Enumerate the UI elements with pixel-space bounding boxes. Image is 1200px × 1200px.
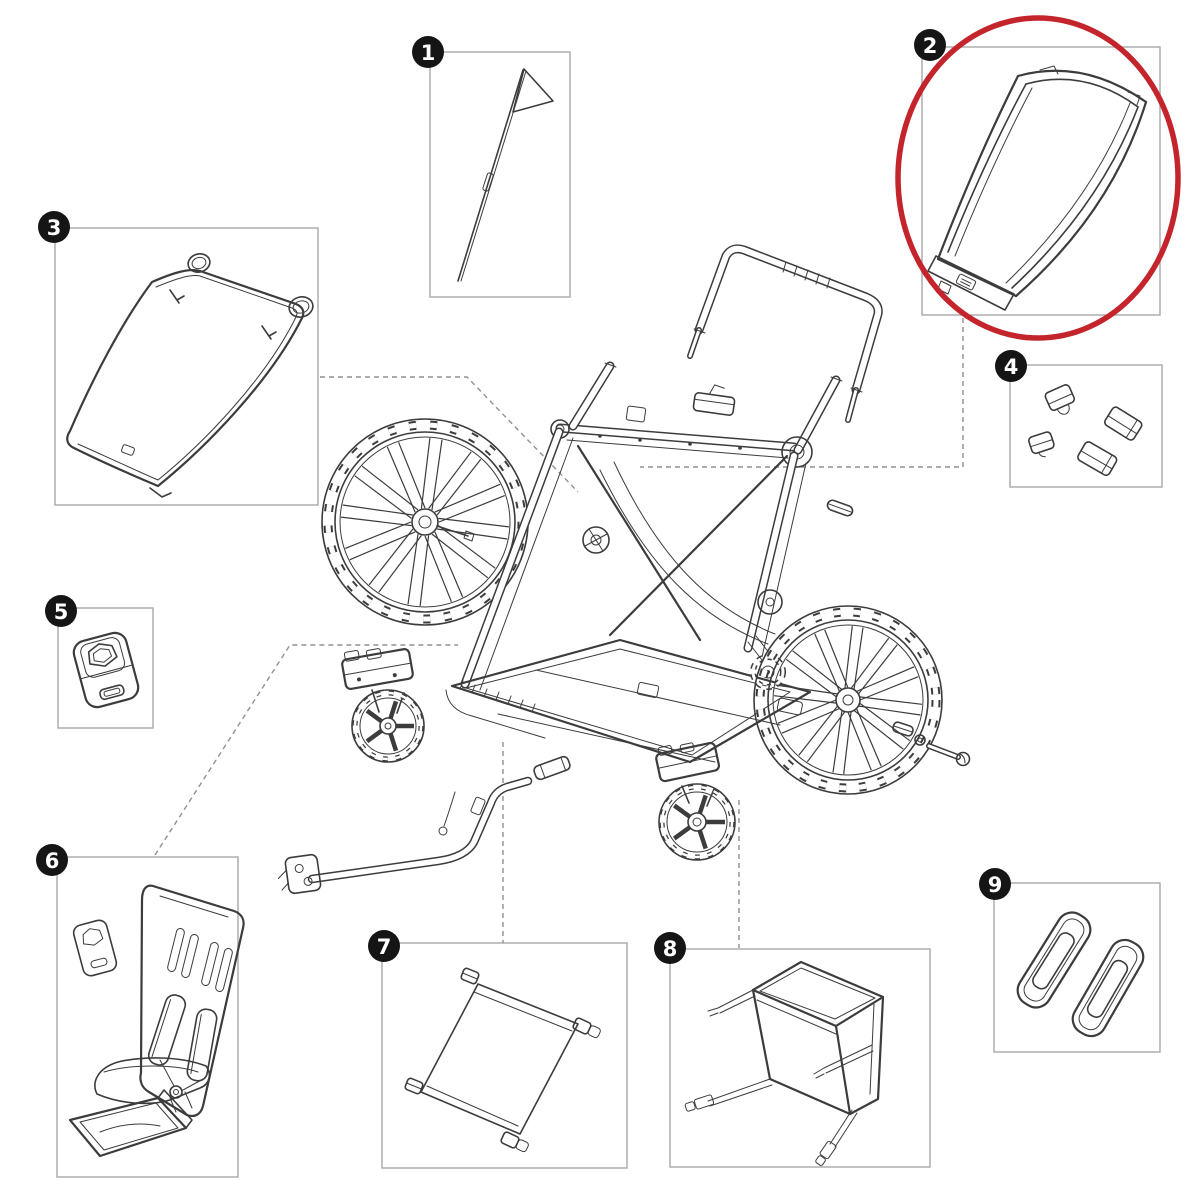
badge-number-5: 5 [54, 600, 69, 624]
part-box-9[interactable] [993, 882, 1161, 1053]
flag-pole-joint [482, 172, 494, 192]
main-assembly [277, 244, 971, 895]
hitch-coupler [277, 853, 322, 895]
part-box-1[interactable] [429, 51, 571, 298]
canopy-loop-left [187, 253, 211, 273]
flag-triangle [512, 68, 554, 113]
part-badge-7[interactable]: 7 [368, 930, 400, 962]
left-wheel-axle-stub [436, 525, 469, 537]
safety-strap [443, 791, 456, 827]
part-badge-2[interactable]: 2 [914, 29, 946, 61]
frame [445, 361, 854, 764]
badge-number-8: 8 [663, 937, 678, 961]
windscreen-drawing [927, 65, 1148, 311]
part-badge-5[interactable]: 5 [45, 595, 77, 627]
handlebar [687, 244, 883, 423]
badge-number-9: 9 [988, 873, 1003, 897]
right-wheel [753, 605, 943, 795]
badge-number-6: 6 [45, 849, 60, 873]
canopy-frame-drawing [66, 253, 314, 498]
windscreen-bottom-plate [927, 255, 1015, 311]
axle-pin-set [892, 721, 971, 767]
front-caster-wheel-detached [341, 648, 425, 763]
badge-number-7: 7 [377, 935, 392, 959]
bag-strap-bottom [829, 1109, 858, 1148]
part-badge-6[interactable]: 6 [36, 844, 68, 876]
safety-flag-drawing [457, 68, 554, 282]
handlebar-grip-texture [782, 261, 831, 289]
mounting-clips-drawing [1028, 384, 1143, 476]
badge-number-1: 1 [421, 41, 436, 65]
tow-arm [277, 755, 571, 895]
part-box-4[interactable] [1009, 364, 1163, 488]
seat-buckle-part [72, 919, 118, 977]
part-box-8[interactable] [669, 948, 931, 1168]
seat-drawing [68, 884, 245, 1158]
connector-part-2 [640, 318, 964, 468]
part-box-3[interactable] [54, 227, 319, 506]
part-badge-1[interactable]: 1 [412, 36, 444, 68]
fabric-panel-drawing [404, 967, 601, 1153]
trim-covers-drawing [1016, 911, 1145, 1038]
bag-strap-right [813, 1044, 874, 1079]
canopy-loop-right [288, 296, 314, 318]
bag-strap-top-left [707, 989, 756, 1017]
tow-arm-sleeve [533, 755, 571, 781]
cargo-bag-drawing [684, 960, 885, 1166]
part-box-2[interactable] [921, 46, 1161, 316]
badge-number-4: 4 [1004, 355, 1019, 379]
part-badge-4[interactable]: 4 [995, 350, 1027, 382]
badge-number-3: 3 [47, 216, 62, 240]
badge-number-2: 2 [923, 34, 938, 58]
connector-part-6 [154, 644, 458, 856]
front-caster-wheel-mounted [655, 741, 736, 861]
bag-strap-bottom-left [707, 1078, 773, 1107]
part-badge-9[interactable]: 9 [979, 868, 1011, 900]
rail-clamp [692, 384, 736, 416]
part-box-5[interactable] [57, 607, 154, 729]
highlight-ellipse-part-2 [895, 15, 1181, 341]
part-box-7[interactable] [381, 942, 628, 1169]
buckle-pad-drawing [72, 631, 140, 709]
part-badge-8[interactable]: 8 [654, 932, 686, 964]
part-badge-3[interactable]: 3 [38, 211, 70, 243]
connector-part-3 [320, 376, 579, 493]
seat-bumper-pad [94, 1057, 211, 1105]
